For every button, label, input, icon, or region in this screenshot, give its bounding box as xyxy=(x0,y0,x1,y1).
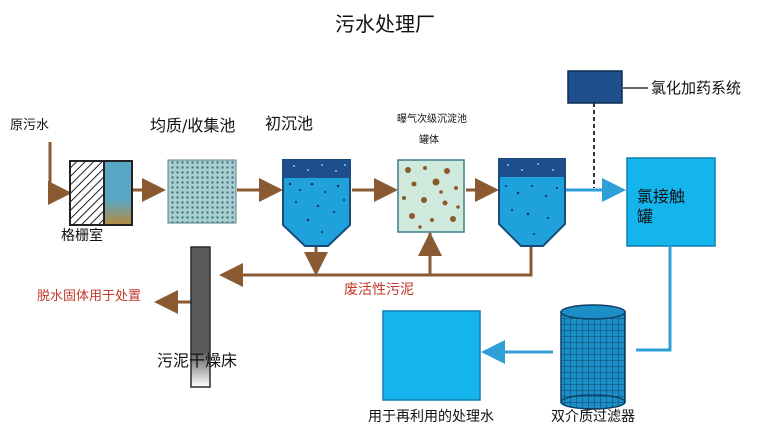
contact-tank-label-line2: 罐 xyxy=(637,207,653,226)
primary-clarifier-label: 初沉池 xyxy=(265,114,313,133)
primary-clarifier xyxy=(282,159,351,247)
grit-chamber xyxy=(69,160,133,226)
secondary-clarifier xyxy=(498,158,566,247)
diagram-title: 污水处理厂 xyxy=(335,12,435,36)
reuse-water-tank xyxy=(382,310,481,401)
waste-activated-sludge-label: 废活性污泥 xyxy=(344,282,414,298)
dual-media-filter xyxy=(560,304,626,410)
aeration-tank-label-line1: 曝气次级沉淀池 xyxy=(397,112,467,125)
chlorination-dosing-unit xyxy=(567,70,623,104)
aeration-tank-label-line2: 罐体 xyxy=(419,133,439,146)
dual-media-filter-label: 双介质过滤器 xyxy=(551,409,635,425)
grit-chamber-label: 格栅室 xyxy=(61,227,103,244)
reuse-water-label: 用于再利用的处理水 xyxy=(368,409,494,425)
treated-water-lines xyxy=(481,178,672,364)
aeration-tank xyxy=(397,159,465,233)
sludge-drying-bed xyxy=(190,246,211,388)
dewatered-solids-label: 脱水固体用于处置 xyxy=(37,289,141,304)
chlorine-contact-tank xyxy=(626,157,716,247)
contact-tank-label-line1: 氯接触 xyxy=(637,187,685,206)
sludge-drying-bed-label: 污泥干燥床 xyxy=(157,351,237,370)
chlorination-system-label: 氯化加药系统 xyxy=(651,79,741,97)
raw-sewage-label: 原污水 xyxy=(10,118,49,133)
equalization-tank xyxy=(167,159,237,224)
equalization-tank-label: 均质/收集池 xyxy=(150,116,235,135)
